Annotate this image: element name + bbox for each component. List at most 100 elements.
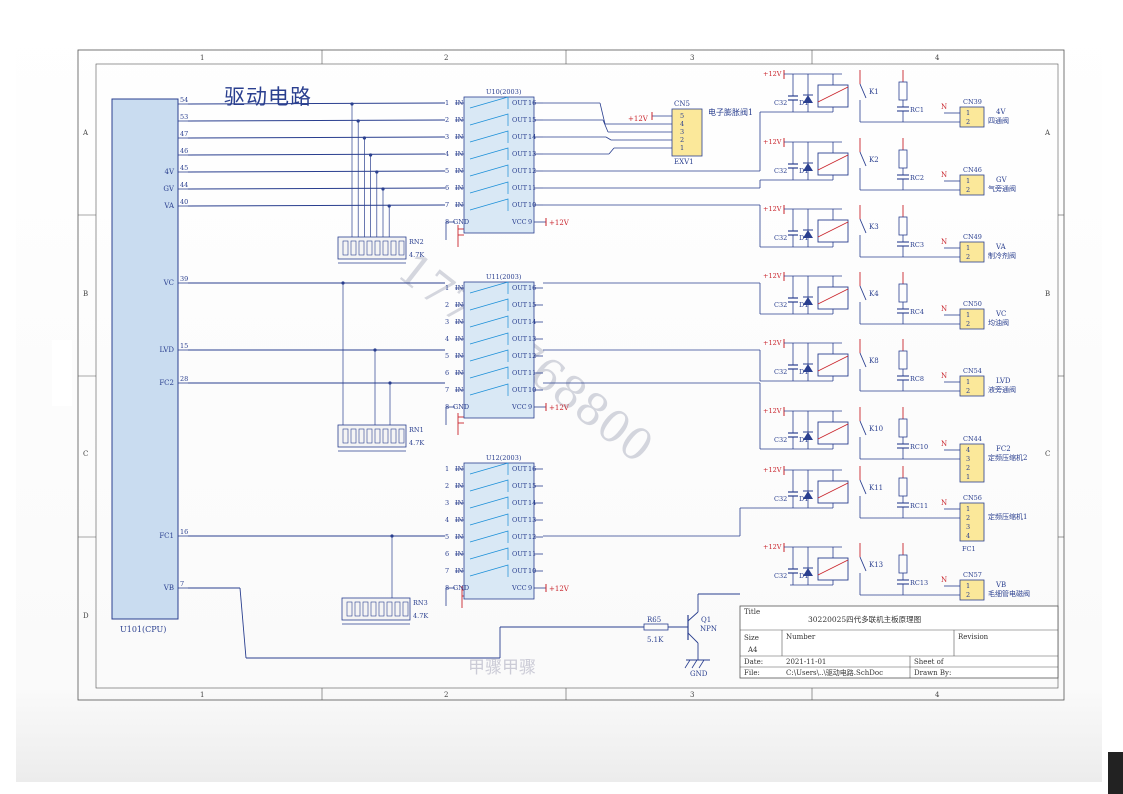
driver-out-number: 13	[528, 516, 536, 524]
cpu-pin-label: VC	[163, 279, 174, 287]
driver-in-number: 1	[445, 465, 449, 473]
driver-gate-sketch	[469, 547, 509, 560]
driver-out-number: 12	[528, 533, 536, 541]
rn-element	[402, 601, 409, 617]
driver-out-label: OUT	[512, 567, 528, 575]
exv-wire	[608, 147, 615, 155]
connector-pin-number: 3	[966, 455, 970, 463]
driver-in-number: 4	[445, 335, 449, 343]
driver-gate-sketch	[469, 383, 509, 396]
driver-in-number: 7	[445, 386, 449, 394]
rn-element	[398, 428, 405, 444]
relay-switch	[859, 420, 867, 436]
driver-out-number: 16	[528, 99, 536, 107]
driver-body	[463, 462, 535, 600]
connector-pin-number: 2	[966, 464, 970, 472]
relay-switch	[859, 151, 867, 167]
neutral-label: N	[941, 171, 947, 179]
connector-pin-number: 2	[966, 591, 970, 599]
driver-out-label: OUT	[512, 150, 528, 158]
driver-gate-sketch	[469, 564, 509, 577]
connector-ref: CN46	[963, 166, 982, 174]
relay-channel-k1: +12VC32D1K1RC1CN3912N4V四通阀	[763, 70, 1009, 128]
cpu-pin-number: 45	[180, 164, 188, 172]
driver-in-label: IN	[455, 499, 464, 507]
driver-gate-sketch	[469, 147, 509, 160]
driver-out-label: OUT	[512, 116, 528, 124]
driver-out-number: 11	[528, 369, 536, 377]
connector-desc: 四通阀	[988, 116, 1009, 125]
column-marker-top: 2	[444, 54, 448, 62]
cpu-pin-label: VB	[163, 584, 174, 592]
driver-ref: U11(2003)	[486, 273, 522, 281]
relay-switch	[859, 556, 867, 572]
driver-out-label: OUT	[512, 99, 528, 107]
exv-wire	[599, 102, 606, 125]
tb-size: A4	[747, 646, 758, 654]
connector-label: FC2	[996, 445, 1011, 453]
driver-out-number: 16	[528, 284, 536, 292]
connector-pin-number: 2	[966, 514, 970, 522]
diode-symbol	[803, 364, 813, 372]
driver-in-number: 5	[445, 167, 449, 175]
driver-out-number: 15	[528, 116, 536, 124]
cpu-body	[111, 98, 179, 620]
driver-ref: U10(2003)	[486, 88, 522, 96]
exv-wire	[605, 136, 612, 141]
tb-revision-label: Revision	[958, 633, 989, 641]
driver-out-number: 15	[528, 301, 536, 309]
exv-pin-number: 2	[680, 136, 684, 144]
driver-out-label: OUT	[512, 167, 528, 175]
cpu-pin-label: VA	[163, 202, 175, 210]
neutral-label: N	[941, 576, 947, 584]
driver-gate-sketch	[469, 113, 509, 126]
tb-title: 30220025四代多联机主板原理图	[808, 614, 921, 624]
driver-in-number: 7	[445, 567, 449, 575]
relay-ref: K11	[869, 484, 883, 492]
connector-pin-number: 2	[966, 320, 970, 328]
cpu-pin-number: 15	[180, 342, 188, 350]
cpu-block: U101(CPU) 54534746454V44GV40VA39VC15LVD2…	[111, 96, 188, 634]
driver-gate-sketch	[469, 513, 509, 526]
diode-symbol	[803, 432, 813, 440]
driver-out-label: OUT	[512, 533, 528, 541]
driver-vcc-label: VCC	[511, 218, 527, 226]
cap-ref: C32	[774, 368, 787, 376]
driver-in-number: 3	[445, 499, 449, 507]
driver-in-label: IN	[455, 301, 464, 309]
driver-in-number: 3	[445, 318, 449, 326]
driver-out-number: 14	[528, 318, 536, 326]
relay-ref: K4	[869, 290, 879, 298]
driver-out-number: 13	[528, 150, 536, 158]
connector-desc: 气旁通阀	[988, 184, 1016, 193]
junction-dot	[341, 281, 345, 285]
cap-ref: C32	[774, 99, 787, 107]
row-marker-right: B	[1045, 290, 1050, 298]
connector-label: LVD	[996, 377, 1011, 385]
tb-date-label: Date:	[744, 658, 763, 666]
rc-ref: RC4	[910, 308, 924, 316]
tb-number-label: Number	[786, 633, 816, 641]
driver-gate-sketch	[469, 530, 509, 543]
driver-in-number: 1	[445, 284, 449, 292]
driver-vcc-label: VCC	[511, 403, 527, 411]
driver-in-number: 6	[445, 550, 449, 558]
r65-value: 5.1K	[647, 636, 664, 644]
rn-ref: RN3	[413, 599, 428, 607]
relay-channels: +12VC32D1K1RC1CN3912N4V四通阀+12VC32D1K2RC2…	[763, 70, 1030, 601]
driver-out-number: 10	[528, 567, 536, 575]
driver-in-number: 2	[445, 116, 449, 124]
cpu-pin-number: 46	[180, 147, 188, 155]
scan-patch	[578, 26, 638, 46]
driver-out-label: OUT	[512, 482, 528, 490]
connector-body	[959, 241, 985, 263]
connector-desc: 定频压缩机2	[988, 453, 1027, 462]
driver-in-label: IN	[455, 133, 464, 141]
relay-coil-mark	[817, 423, 849, 440]
column-marker-top: 3	[690, 54, 694, 62]
rc-ref: RC2	[910, 174, 924, 182]
